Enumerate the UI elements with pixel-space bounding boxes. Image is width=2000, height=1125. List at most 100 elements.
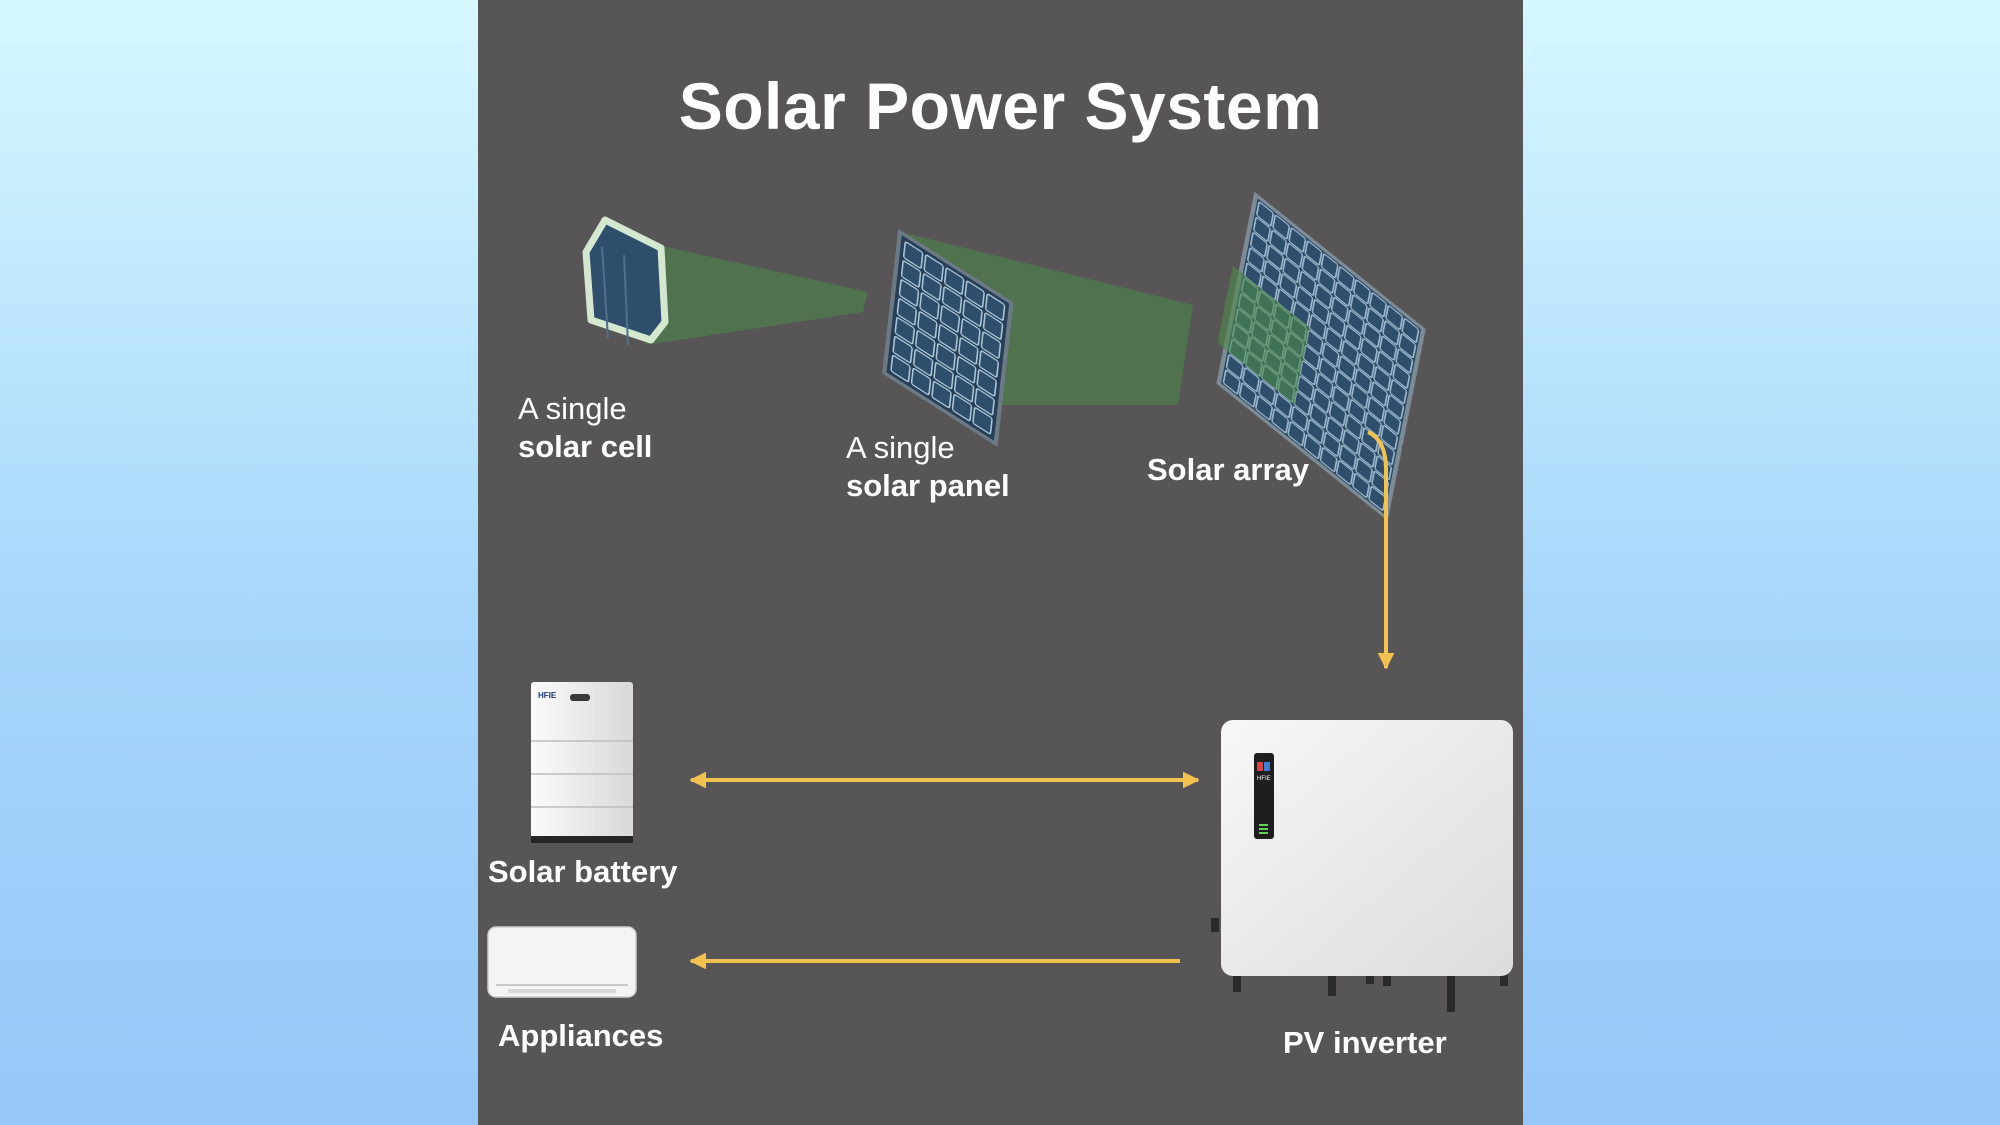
solar-cell-square (1311, 299, 1330, 324)
solar-cell-square (1263, 260, 1281, 286)
appliance-graphic (487, 926, 637, 998)
solar-cell-square (1328, 401, 1347, 427)
solar-cell-square (892, 336, 913, 364)
solar-cell-square (1282, 258, 1301, 283)
solar-cell-square (1327, 312, 1346, 337)
solar-cell-square (1320, 253, 1339, 279)
solar-cell-square (923, 254, 944, 282)
label-appliances: Appliances (498, 1018, 664, 1053)
solar-cell-square (1386, 394, 1405, 420)
solar-cell-square (982, 312, 1004, 340)
solar-cell-square (1330, 296, 1349, 322)
solar-cell-square (1279, 273, 1298, 299)
solar-cell-square (1351, 383, 1369, 409)
label-solar-cell-line2: solar cell (518, 429, 653, 464)
solar-cell-square (902, 241, 924, 269)
solar-cell-square (974, 388, 995, 416)
solar-cell-square (915, 330, 936, 358)
solar-cell-square (896, 298, 918, 326)
solar-cell-square (935, 343, 956, 371)
solar-cell-square (1269, 229, 1287, 255)
solar-cell-square (1253, 217, 1271, 242)
solar-cell-square (1335, 460, 1354, 485)
solar-cell-square (1321, 342, 1340, 368)
solar-cell-square (1389, 379, 1408, 404)
solar-cell-square (939, 305, 961, 333)
solar-cell-square (1357, 353, 1375, 379)
solar-cell-square (941, 286, 963, 314)
solar-cell-square (898, 279, 920, 307)
solar-cell-square (1258, 380, 1276, 405)
solar-cell-square (984, 293, 1006, 321)
solar-cell-square (1272, 214, 1291, 240)
solar-cell-square (1380, 425, 1399, 450)
solar-cell-square (919, 292, 940, 320)
solar-cell-square (1376, 351, 1394, 376)
solar-cell-square (1395, 348, 1414, 374)
solar-cell-square (1331, 386, 1350, 411)
solar-cell-square (1366, 307, 1384, 333)
page-title: Solar Power System (678, 69, 1323, 143)
solar-cell-square (1385, 305, 1404, 330)
solar-cell-square (1341, 429, 1360, 455)
solar-cell-square (1352, 473, 1370, 498)
solar-cell-square (1364, 412, 1382, 437)
solar-cell-square (1287, 421, 1306, 447)
solar-cell-square (1317, 268, 1336, 294)
solar-cell-square (960, 318, 981, 346)
solar-cell-square (1290, 406, 1309, 431)
solar-cell-square (1367, 396, 1385, 422)
solar-cell-square (1340, 340, 1359, 366)
solar-cell-square (890, 354, 911, 383)
solar-cell-square (972, 407, 993, 435)
solar-cell-square (1325, 416, 1344, 442)
label-pv-inverter: PV inverter (1283, 1025, 1447, 1060)
solar-cell-square (931, 381, 952, 409)
solar-cell-square (1274, 393, 1293, 418)
solar-cell-square (976, 369, 997, 397)
diagram-panel: HFIE HFIE Solar Power System (478, 0, 1523, 1125)
solar-cell-square (1337, 355, 1356, 381)
solar-cell-square (1373, 366, 1391, 392)
solar-cell-square (1303, 434, 1322, 460)
solar-cell-square (1250, 232, 1268, 257)
solar-cell-square (1255, 395, 1273, 421)
solar-cell-square (962, 299, 983, 327)
solar-cell-square (958, 337, 979, 365)
solar-cell-square (910, 367, 932, 396)
solar-cell-square (1304, 240, 1323, 266)
solar-cell-square (1308, 314, 1327, 340)
solar-cell-square (1358, 442, 1376, 468)
solar-cell-square (978, 350, 1000, 378)
solar-cell-square (1306, 419, 1325, 444)
solar-cell-square (953, 375, 975, 403)
solar-cell-square (937, 324, 959, 352)
solar-cell-square (1363, 322, 1381, 348)
solar-cell-square (1222, 369, 1241, 395)
solar-cell-square (1301, 255, 1320, 281)
solar-cell-square (1398, 333, 1417, 359)
solar-cell-square (980, 331, 1002, 359)
solar-cell-square (1271, 408, 1290, 434)
solar-panel-cells (890, 241, 1006, 435)
solar-cell-square (951, 394, 973, 422)
solar-cell-square (1383, 409, 1402, 435)
solar-cell-square (1360, 338, 1378, 363)
solar-cell-square (1353, 279, 1371, 305)
solar-cell-square (1333, 281, 1352, 307)
solar-cell-square (1319, 447, 1338, 472)
solar-cell-square (1348, 399, 1366, 424)
label-solar-cell: A single solar cell (518, 390, 652, 466)
diagram-canvas: HFIE HFIE (487, 191, 1513, 1012)
solar-cell-square (956, 356, 977, 384)
solar-cell-square (1346, 309, 1365, 335)
solar-cell-square (1392, 363, 1411, 389)
solar-cell-square (1370, 381, 1388, 407)
solar-cell-square (1401, 318, 1420, 343)
solar-cell-square (1247, 247, 1265, 273)
solar-cell-square (1295, 286, 1314, 312)
solar-cell-square (1355, 457, 1373, 483)
solar-cell-square (894, 317, 915, 345)
solar-cell-square (1343, 325, 1362, 350)
solar-panel-graphic (882, 228, 1014, 447)
